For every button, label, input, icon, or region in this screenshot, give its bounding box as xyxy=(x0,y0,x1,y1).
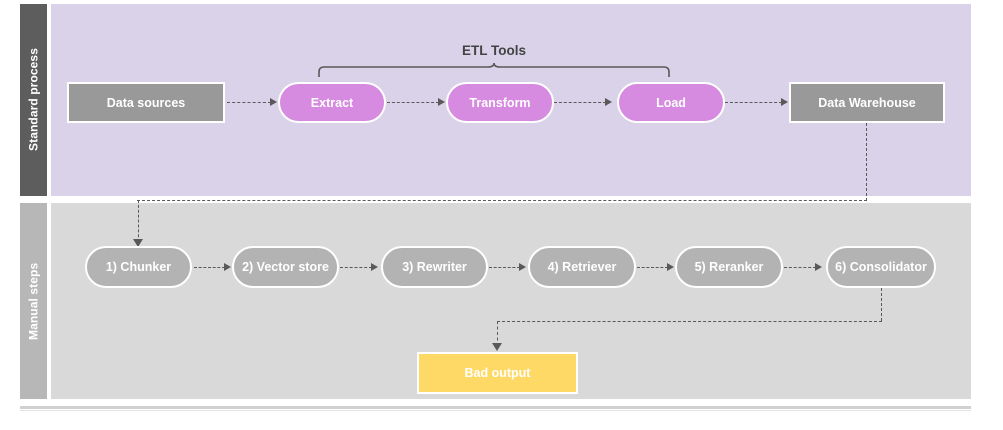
connector-extract-to-transform xyxy=(387,102,439,103)
node-label: 1) Chunker xyxy=(105,260,172,274)
connector-load-to-data-warehouse xyxy=(725,102,782,103)
node-label: Bad output xyxy=(464,366,531,380)
node-label: Transform xyxy=(469,95,531,110)
connector-reranker-to-consolidator xyxy=(784,267,816,268)
node-label: Data Warehouse xyxy=(818,95,916,110)
connector-data-warehouse-down xyxy=(866,123,867,201)
arrowhead-extract-in xyxy=(270,97,277,106)
arrowhead-consolidator-in xyxy=(815,262,822,271)
node-label: 6) Consolidator xyxy=(835,260,927,274)
connector-to-chunker-vertical xyxy=(138,200,139,247)
node-rewriter[interactable]: 3) Rewriter xyxy=(381,246,488,288)
node-vector-store[interactable]: 2) Vector store xyxy=(232,246,339,288)
lane-header-standard-process: Standard process xyxy=(20,4,47,196)
connector-consolidator-to-bad-output-horizontal xyxy=(497,321,882,322)
connector-bad-output-vertical xyxy=(497,321,498,346)
connector-data-sources-to-extract xyxy=(227,102,271,103)
connector-lane-bridge-horizontal xyxy=(137,200,867,201)
arrowhead-retriever-in xyxy=(519,262,526,271)
connector-transform-to-load xyxy=(554,102,606,103)
node-label: 5) Reranker xyxy=(694,260,764,274)
node-label: Data sources xyxy=(106,95,186,110)
node-label: 4) Retriever xyxy=(547,260,617,274)
arrowhead-load-in xyxy=(605,97,612,106)
arrowhead-reranker-in xyxy=(667,262,674,271)
node-label: 2) Vector store xyxy=(242,260,329,274)
node-reranker[interactable]: 5) Reranker xyxy=(675,246,783,288)
node-bad-output[interactable]: Bad output xyxy=(417,352,578,394)
node-label: Load xyxy=(656,95,686,110)
arrowhead-data-warehouse-in xyxy=(781,97,788,106)
node-data-sources[interactable]: Data sources xyxy=(67,82,225,123)
arrowhead-transform-in xyxy=(438,97,445,106)
node-load[interactable]: Load xyxy=(617,82,725,123)
node-data-warehouse[interactable]: Data Warehouse xyxy=(789,82,945,123)
connector-rewriter-to-retriever xyxy=(489,267,520,268)
connector-vector-store-to-rewriter xyxy=(340,267,372,268)
bottom-divider-secondary xyxy=(20,410,971,411)
connector-chunker-to-vector-store xyxy=(194,267,225,268)
bottom-divider xyxy=(20,406,971,409)
node-retriever[interactable]: 4) Retriever xyxy=(528,246,636,288)
lane-header-manual-steps: Manual steps xyxy=(20,203,47,399)
node-chunker[interactable]: 1) Chunker xyxy=(85,246,192,288)
etl-tools-bracket-icon xyxy=(318,62,670,77)
connector-retriever-to-reranker xyxy=(637,267,668,268)
arrowhead-rewriter-in xyxy=(371,262,378,271)
connector-consolidator-down xyxy=(881,288,882,321)
node-label: 3) Rewriter xyxy=(402,260,467,274)
arrowhead-bad-output-in xyxy=(492,343,502,351)
etl-tools-label: ETL Tools xyxy=(462,43,526,58)
node-label: Extract xyxy=(310,95,354,110)
arrowhead-vector-store-in xyxy=(224,262,231,271)
node-transform[interactable]: Transform xyxy=(446,82,554,123)
node-consolidator[interactable]: 6) Consolidator xyxy=(826,246,936,288)
node-extract[interactable]: Extract xyxy=(278,82,386,123)
arrowhead-chunker-in xyxy=(133,239,143,247)
